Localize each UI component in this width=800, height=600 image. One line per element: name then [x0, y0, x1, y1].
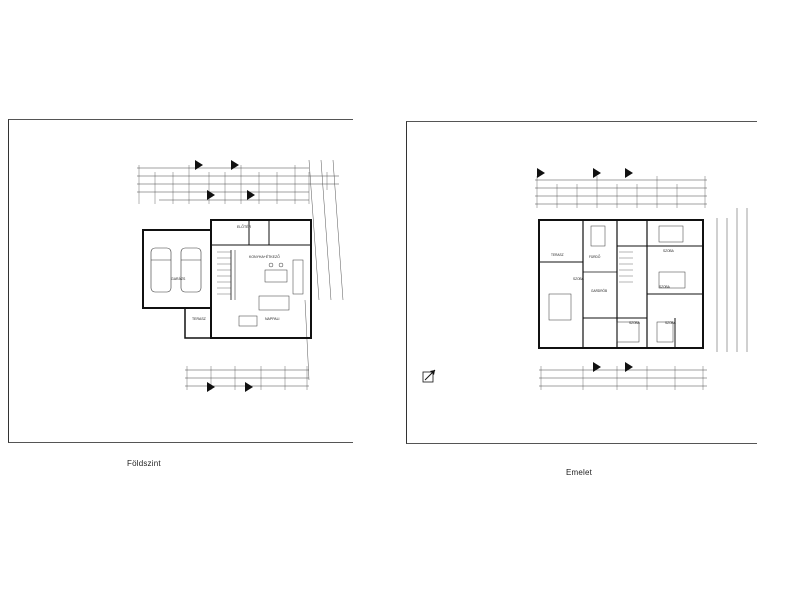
- room-label-kitchen-dining: KONYHA+ÉTKEZŐ: [249, 254, 280, 259]
- section-markers-bottom: [593, 362, 633, 372]
- room-label-entrance: ELŐTÉR: [237, 224, 251, 229]
- upper-floor-caption: Emelet: [566, 468, 593, 477]
- terrain-lines: [304, 159, 344, 381]
- top-dimension-lines: [535, 179, 707, 205]
- room-label-room-5: SZOBA: [665, 321, 677, 325]
- room-label-room-1: SZOBA: [573, 277, 585, 281]
- section-markers-bottom: [207, 382, 253, 392]
- ground-floor-caption: Földszint: [127, 459, 161, 468]
- room-label-terrace: TERASZ: [192, 317, 207, 321]
- section-markers-top: [537, 168, 633, 178]
- stair-treads: [619, 251, 633, 283]
- north-arrow-icon: [422, 369, 436, 383]
- section-markers-top: [195, 160, 255, 200]
- room-label-wardrobe: GARDRÓB: [591, 288, 607, 293]
- ground-floor-sheet: GARÁZS KONYHA+ÉTKEZŐ NAPPALI TERASZ ELŐT…: [8, 119, 353, 443]
- car-symbols: [150, 247, 202, 293]
- top-dimension-ticks: [536, 176, 706, 208]
- room-label-room-4: SZOBA: [629, 321, 641, 325]
- building-walls: [142, 219, 312, 339]
- room-label-living-room: NAPPALI: [265, 317, 280, 321]
- right-dimension-lines: [716, 208, 748, 352]
- bottom-dimension-lines: [539, 369, 707, 387]
- room-label-bathroom: FÜRDŐ: [589, 254, 601, 259]
- room-label-garage: GARÁZS: [171, 277, 186, 281]
- room-label-room-3: SZOBA: [659, 285, 671, 289]
- room-label-room-2: SZOBA: [663, 249, 675, 253]
- room-label-terrace: TERASZ: [551, 253, 564, 257]
- bottom-dimension-ticks: [186, 366, 308, 390]
- top-dimension-ticks: [138, 165, 328, 204]
- upper-floor-sheet: TERASZ SZOBA FÜRDŐ SZOBA GARDRÓB SZOBA S…: [406, 121, 757, 444]
- top-dimension-lines: [137, 167, 339, 201]
- furniture: [238, 259, 304, 327]
- furniture: [548, 225, 686, 343]
- stair-treads: [217, 251, 231, 295]
- building-walls: [538, 219, 704, 349]
- upper-floor-drawing: TERASZ SZOBA FÜRDŐ SZOBA GARDRÓB SZOBA S…: [422, 168, 748, 390]
- bottom-dimension-ticks: [540, 366, 704, 390]
- ground-floor-drawing: GARÁZS KONYHA+ÉTKEZŐ NAPPALI TERASZ ELŐT…: [137, 159, 344, 392]
